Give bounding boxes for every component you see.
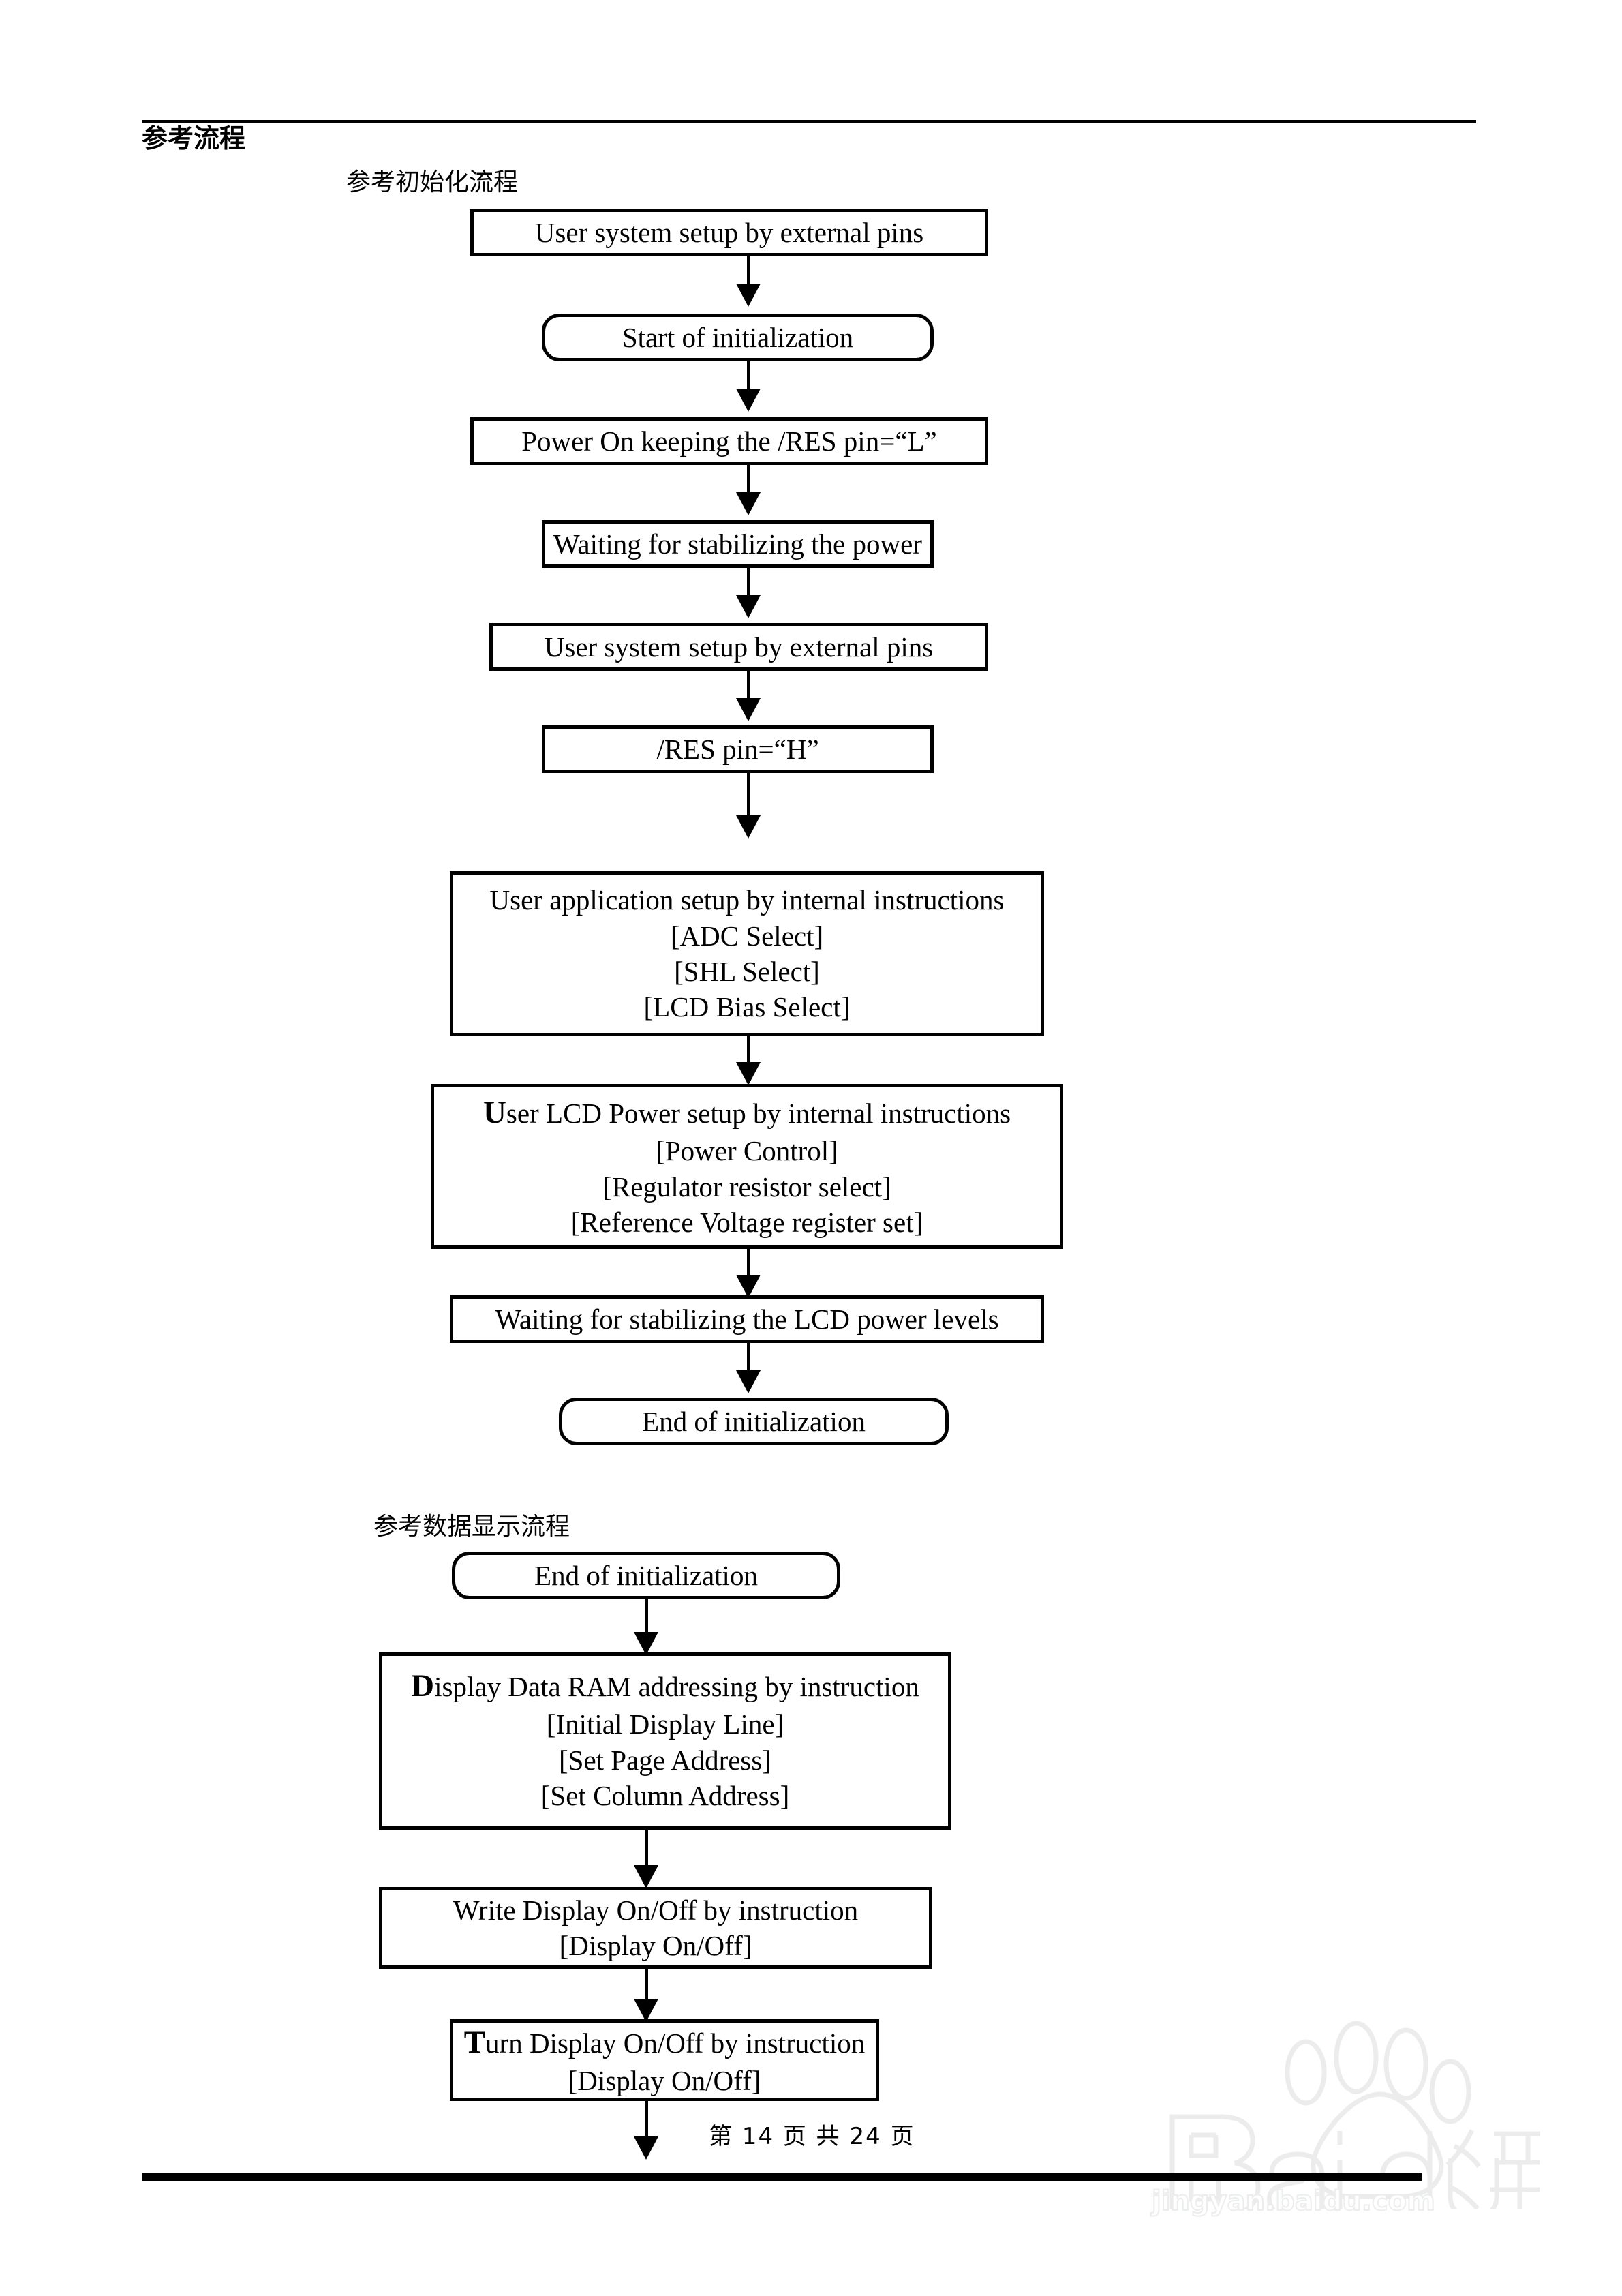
connector-arrow — [736, 256, 761, 307]
node-waiting-stabilizing-power: Waiting for stabilizing the power — [542, 520, 934, 568]
node-waiting-stabilizing-lcd-power: Waiting for stabilizing the LCD power le… — [450, 1295, 1044, 1343]
node-user-application-setup: User application setup by internal instr… — [450, 871, 1044, 1036]
node-line: [Display On/Off] — [559, 1930, 752, 1961]
node-display-data-ram-addressing: Display Data RAM addressing by instructi… — [379, 1652, 951, 1830]
connector-arrow — [736, 671, 761, 721]
node-start-of-initialization: Start of initialization — [542, 314, 934, 361]
connector-arrow — [634, 1830, 658, 1888]
connector-arrow — [736, 773, 761, 839]
node-line-text: ser LCD Power setup by internal instruct… — [506, 1098, 1011, 1130]
footer-rule — [142, 2173, 1422, 2181]
connector-arrow — [736, 1036, 761, 1085]
connector-arrow — [736, 465, 761, 515]
node-line: [SHL Select] — [674, 956, 820, 987]
flow-init-heading: 参考初始化流程 — [346, 168, 519, 196]
node-line: [Display On/Off] — [568, 2064, 761, 2096]
node-line: Display Data RAM addressing by instructi… — [411, 1665, 919, 1706]
node-user-system-setup-2: User system setup by external pins — [489, 623, 988, 671]
node-end-of-initialization-1: End of initialization — [559, 1398, 949, 1445]
node-line: End of initialization — [534, 1559, 758, 1591]
watermark-url: jingyan.baidu.com — [1151, 2185, 1436, 2218]
node-line: Turn Display On/Off by instruction — [464, 2022, 866, 2063]
node-line: [ADC Select] — [670, 920, 824, 952]
connector-arrow — [736, 568, 761, 618]
connector-arrow — [736, 361, 761, 412]
connector-arrow — [634, 1599, 658, 1655]
node-turn-display-on-off: Turn Display On/Off by instruction [Disp… — [450, 2019, 879, 2101]
node-line: [Regulator resistor select] — [602, 1170, 891, 1203]
node-end-of-initialization-2: End of initialization — [452, 1552, 840, 1599]
connector-arrow — [634, 1969, 658, 2022]
node-line: Waiting for stabilizing the power — [553, 528, 922, 560]
node-line: End of initialization — [642, 1405, 866, 1437]
connector-arrow — [634, 2101, 658, 2160]
node-line: [LCD Bias Select] — [643, 991, 851, 1023]
node-line: User system setup by external pins — [544, 631, 934, 663]
node-dropcap: U — [483, 1095, 506, 1131]
node-line: Start of initialization — [622, 321, 854, 353]
node-line: [Power Control] — [656, 1135, 838, 1167]
node-line: [Set Page Address] — [558, 1744, 771, 1776]
page-number: 第 14 页 共 24 页 — [709, 2123, 915, 2150]
node-write-display-on-off: Write Display On/Off by instruction [Dis… — [379, 1887, 932, 1969]
node-line: Write Display On/Off by instruction — [453, 1894, 859, 1926]
node-line: Waiting for stabilizing the LCD power le… — [495, 1303, 999, 1335]
node-line: User system setup by external pins — [534, 216, 924, 248]
node-user-lcd-power-setup: User LCD Power setup by internal instruc… — [431, 1084, 1063, 1249]
flow-display-heading: 参考数据显示流程 — [373, 1513, 570, 1541]
connector-arrow — [736, 1343, 761, 1393]
node-line: User application setup by internal instr… — [489, 884, 1005, 916]
node-line: [Reference Voltage register set] — [570, 1207, 923, 1239]
node-line: User LCD Power setup by internal instruc… — [483, 1092, 1011, 1133]
node-line-text: isplay Data RAM addressing by instructio… — [434, 1671, 919, 1702]
node-res-pin-high: /RES pin=“H” — [542, 725, 934, 773]
connector-arrow — [736, 1249, 761, 1298]
node-line: Power On keeping the /RES pin=“L” — [521, 425, 937, 457]
node-line: [Initial Display Line] — [546, 1708, 784, 1740]
node-power-on-res-low: Power On keeping the /RES pin=“L” — [470, 417, 988, 465]
header-rule — [142, 120, 1476, 123]
page-title: 参考流程 — [142, 123, 246, 153]
node-dropcap: D — [411, 1668, 435, 1704]
node-line: [Set Column Address] — [540, 1780, 790, 1812]
node-dropcap: T — [463, 2024, 486, 2060]
node-line-text: urn Display On/Off by instruction — [485, 2027, 866, 2059]
node-user-system-setup-1: User system setup by external pins — [470, 209, 988, 256]
node-line: /RES pin=“H” — [656, 733, 819, 765]
